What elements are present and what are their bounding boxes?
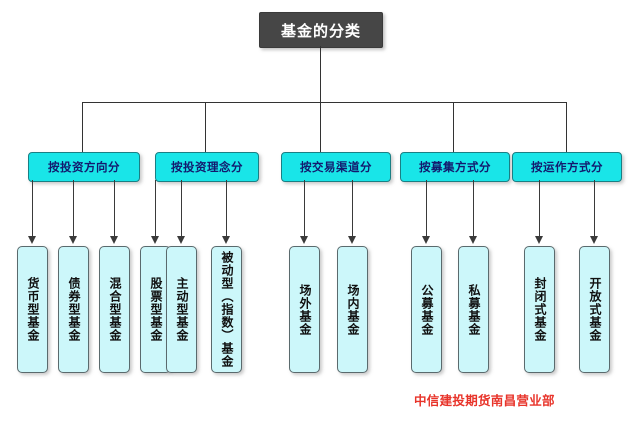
- leaf-box-public-offering-fund[interactable]: 公募基金: [411, 246, 442, 373]
- leaf-box-open-end-fund[interactable]: 开放式基金: [579, 246, 610, 373]
- leaf-label: 场内基金: [345, 283, 360, 336]
- arrow-head: [348, 236, 356, 244]
- arrow-line: [594, 180, 595, 238]
- leaf-box-active-fund[interactable]: 主动型基金: [166, 246, 197, 373]
- arrow-head: [222, 236, 230, 244]
- leaf-label: 开放式基金: [587, 277, 602, 342]
- arrow-head: [300, 236, 308, 244]
- category-box-trading-channel[interactable]: 按交易渠道分: [281, 152, 391, 182]
- arrow-line: [32, 180, 33, 238]
- connector-drop-1: [82, 102, 83, 152]
- arrow-line: [226, 180, 227, 238]
- arrow-line: [73, 180, 74, 238]
- leaf-label: 封闭式基金: [532, 277, 547, 342]
- arrow-head: [590, 236, 598, 244]
- category-label: 按投资理念分: [171, 160, 243, 174]
- category-label: 按交易渠道分: [300, 160, 372, 174]
- leaf-label: 公募基金: [419, 283, 434, 336]
- connector-bus: [82, 102, 566, 103]
- category-label: 按投资方向分: [48, 160, 120, 174]
- root-title-box: 基金的分类: [259, 12, 383, 48]
- category-label: 按运作方式分: [531, 160, 603, 174]
- arrow-head: [469, 236, 477, 244]
- category-box-operation-method[interactable]: 按运作方式分: [512, 152, 622, 182]
- leaf-box-exchange-traded-fund[interactable]: 场内基金: [337, 246, 368, 373]
- category-label: 按募集方式分: [419, 160, 491, 174]
- leaf-box-otc-fund[interactable]: 场外基金: [289, 246, 320, 373]
- leaf-box-equity-fund[interactable]: 股票型基金: [140, 246, 171, 373]
- connector-drop-4: [453, 102, 454, 152]
- leaf-box-hybrid-fund[interactable]: 混合型基金: [99, 246, 130, 373]
- arrow-line: [539, 180, 540, 238]
- leaf-label: 混合型基金: [107, 277, 122, 342]
- arrow-head: [422, 236, 430, 244]
- arrow-line: [304, 180, 305, 238]
- leaf-label: 债券型基金: [66, 277, 81, 342]
- leaf-box-private-offering-fund[interactable]: 私募基金: [458, 246, 489, 373]
- arrow-head: [535, 236, 543, 244]
- category-box-investment-philosophy[interactable]: 按投资理念分: [155, 152, 259, 182]
- connector-drop-5: [566, 102, 567, 152]
- connector-drop-2: [205, 102, 206, 152]
- root-title-label: 基金的分类: [280, 21, 361, 40]
- connector-drop-3: [320, 102, 321, 152]
- leaf-box-closed-end-fund[interactable]: 封闭式基金: [524, 246, 555, 373]
- leaf-label: 被动型（指数）基金: [219, 251, 234, 368]
- leaf-box-passive-index-fund[interactable]: 被动型（指数）基金: [211, 246, 242, 373]
- leaf-label: 主动型基金: [174, 277, 189, 342]
- footer-watermark: 中信建投期货南昌营业部: [414, 393, 555, 408]
- leaf-label: 私募基金: [466, 283, 481, 336]
- leaf-label: 货币型基金: [25, 277, 40, 342]
- arrow-head: [110, 236, 118, 244]
- category-box-fundraising-method[interactable]: 按募集方式分: [400, 152, 510, 182]
- arrow-line: [426, 180, 427, 238]
- arrow-line: [181, 180, 182, 238]
- arrow-line: [352, 180, 353, 238]
- leaf-label: 股票型基金: [148, 277, 163, 342]
- arrow-line: [114, 180, 115, 238]
- arrow-line: [155, 180, 156, 238]
- arrow-head: [28, 236, 36, 244]
- category-box-investment-direction[interactable]: 按投资方向分: [28, 152, 140, 182]
- leaf-label: 场外基金: [297, 283, 312, 336]
- arrow-head: [151, 236, 159, 244]
- arrow-head: [69, 236, 77, 244]
- leaf-box-bond-fund[interactable]: 债券型基金: [58, 246, 89, 373]
- connector-root-stem: [320, 46, 321, 102]
- arrow-head: [177, 236, 185, 244]
- arrow-line: [473, 180, 474, 238]
- leaf-box-money-market-fund[interactable]: 货币型基金: [17, 246, 48, 373]
